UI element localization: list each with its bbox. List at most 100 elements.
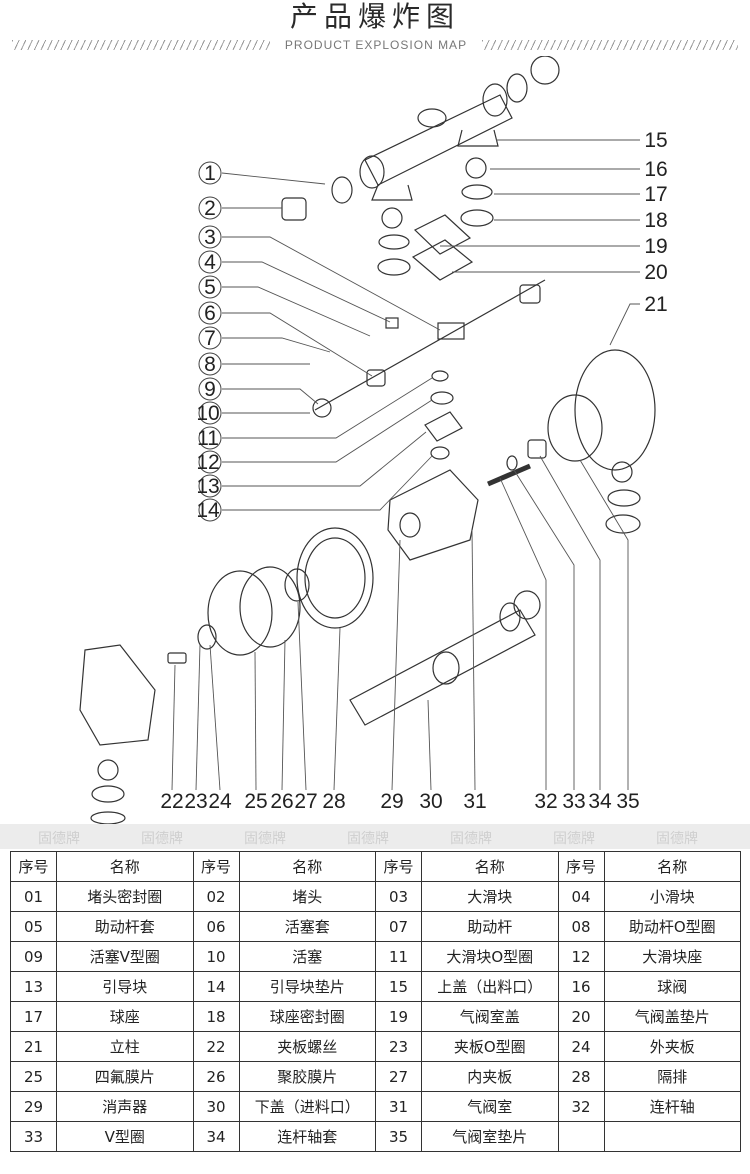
column-header-name: 名称 <box>56 851 194 882</box>
part-name-cell: 夹板螺丝 <box>238 1031 376 1062</box>
part-name-cell: 球阀 <box>603 971 741 1002</box>
part-name-cell: 大滑块座 <box>603 941 741 972</box>
part-number-cell: 21 <box>10 1031 57 1062</box>
callout-circles-left <box>198 161 222 522</box>
part-number-cell: 02 <box>192 881 240 912</box>
leader-line-14 <box>222 455 433 511</box>
seat-seal-top-right <box>460 209 494 227</box>
large-slider <box>437 322 465 340</box>
leader-line-31 <box>471 529 476 791</box>
subtitle-row: PRODUCT EXPLOSION MAP <box>0 36 750 54</box>
part-name-cell: 引导块 <box>56 971 194 1002</box>
leader-line-29 <box>391 539 401 791</box>
part-name-cell: 消声器 <box>56 1091 194 1122</box>
callout-circle-4 <box>198 250 222 274</box>
part-label-4: 4 <box>204 251 216 274</box>
part-number-cell: 28 <box>557 1061 605 1092</box>
part-name-cell: 下盖（进料口） <box>238 1091 376 1122</box>
part-number-cell: 20 <box>557 1001 605 1032</box>
part-label-16: 16 <box>644 158 667 181</box>
leader-line-24 <box>209 644 221 791</box>
part-number-cell: 14 <box>192 971 240 1002</box>
part-number-cell: 24 <box>557 1031 605 1062</box>
callout-circle-5 <box>198 275 222 299</box>
part-name-cell: 活塞V型圈 <box>56 941 194 972</box>
part-name-cell: 四氟膜片 <box>56 1061 194 1092</box>
plug <box>281 197 307 221</box>
callout-circle-11 <box>198 426 222 450</box>
watermark-text: 固德牌 <box>38 831 80 847</box>
ball-valve-top-right <box>465 157 487 179</box>
part-label-14: 14 <box>196 499 220 522</box>
part-number-cell: 22 <box>192 1031 240 1062</box>
callout-circle-12 <box>198 450 222 474</box>
part-number-cell: 34 <box>192 1121 240 1152</box>
seat-seal-lower-left <box>90 811 126 824</box>
upper-manifold-outlet <box>417 108 447 128</box>
part-name-cell: 大滑块O型圈 <box>421 941 559 972</box>
plug-seal <box>331 176 353 204</box>
upper-cap-seal <box>506 73 528 103</box>
leader-line-34 <box>539 455 601 790</box>
column-header-name: 名称 <box>421 851 559 882</box>
callout-circle-14 <box>198 498 222 522</box>
part-name-cell: 助动杆 <box>421 911 559 942</box>
part-name-cell: 气阀室 <box>421 1091 559 1122</box>
v-ring <box>506 455 518 471</box>
part-number-cell: 16 <box>557 971 605 1002</box>
part-number-cell <box>557 1121 605 1152</box>
column-header-number: 序号 <box>192 851 240 882</box>
part-number-cell: 31 <box>375 1091 422 1122</box>
part-name-cell: 隔排 <box>603 1061 741 1092</box>
explosion-diagram: 1 2 3 4 5 6 7 8 9 10 11 12 13 14 15 16 1… <box>79 56 668 824</box>
part-name-cell: 夹板O型圈 <box>421 1031 559 1062</box>
rubber-diaphragm <box>239 566 301 648</box>
part-label-17: 17 <box>644 183 667 206</box>
part-label-13: 13 <box>196 475 219 498</box>
upper-manifold-port-left <box>359 155 385 189</box>
part-name-cell: 助动杆O型圈 <box>603 911 741 942</box>
connecting-rod <box>487 463 531 487</box>
callout-circle-9 <box>198 377 222 401</box>
leader-line-5 <box>222 286 371 337</box>
part-name-cell <box>603 1121 741 1152</box>
air-chamber-port <box>399 512 421 538</box>
upper-manifold <box>364 94 513 186</box>
ball-seat-lower-left <box>91 785 125 803</box>
part-name-cell: 气阀盖垫片 <box>603 1001 741 1032</box>
muffler-plate <box>296 527 374 629</box>
ball-seat-top-right <box>461 184 493 200</box>
watermark-text: 固德牌 <box>347 831 389 847</box>
watermark-text: 固德牌 <box>244 831 286 847</box>
column-header-name: 名称 <box>603 851 741 882</box>
air-chamber-gasket <box>547 394 603 462</box>
leader-line-32 <box>499 477 547 790</box>
part-name-cell: 气阀室垫片 <box>421 1121 559 1152</box>
lower-manifold <box>349 609 536 726</box>
part-label-6: 6 <box>204 302 216 325</box>
part-number-cell: 18 <box>192 1001 240 1032</box>
part-name-cell: 大滑块 <box>421 881 559 912</box>
watermark-text: 固德牌 <box>450 831 492 847</box>
part-number-cell: 23 <box>375 1031 422 1062</box>
part-number-cell: 33 <box>10 1121 57 1152</box>
seat-seal-lower-right <box>605 514 641 534</box>
leader-line-3 <box>222 236 441 331</box>
air-valve-cover-gasket <box>411 239 474 281</box>
pilot-block <box>424 411 463 442</box>
part-name-cell: 堵头密封圈 <box>56 881 194 912</box>
part-label-26: 26 <box>270 790 293 813</box>
part-number-cell: 32 <box>557 1091 605 1122</box>
leader-line-11 <box>222 377 433 439</box>
part-label-27: 27 <box>294 790 317 813</box>
part-name-cell: 堵头 <box>238 881 376 912</box>
part-label-24: 24 <box>208 790 232 813</box>
leader-line-7 <box>222 337 331 353</box>
page-subtitle: PRODUCT EXPLOSION MAP <box>284 38 468 52</box>
